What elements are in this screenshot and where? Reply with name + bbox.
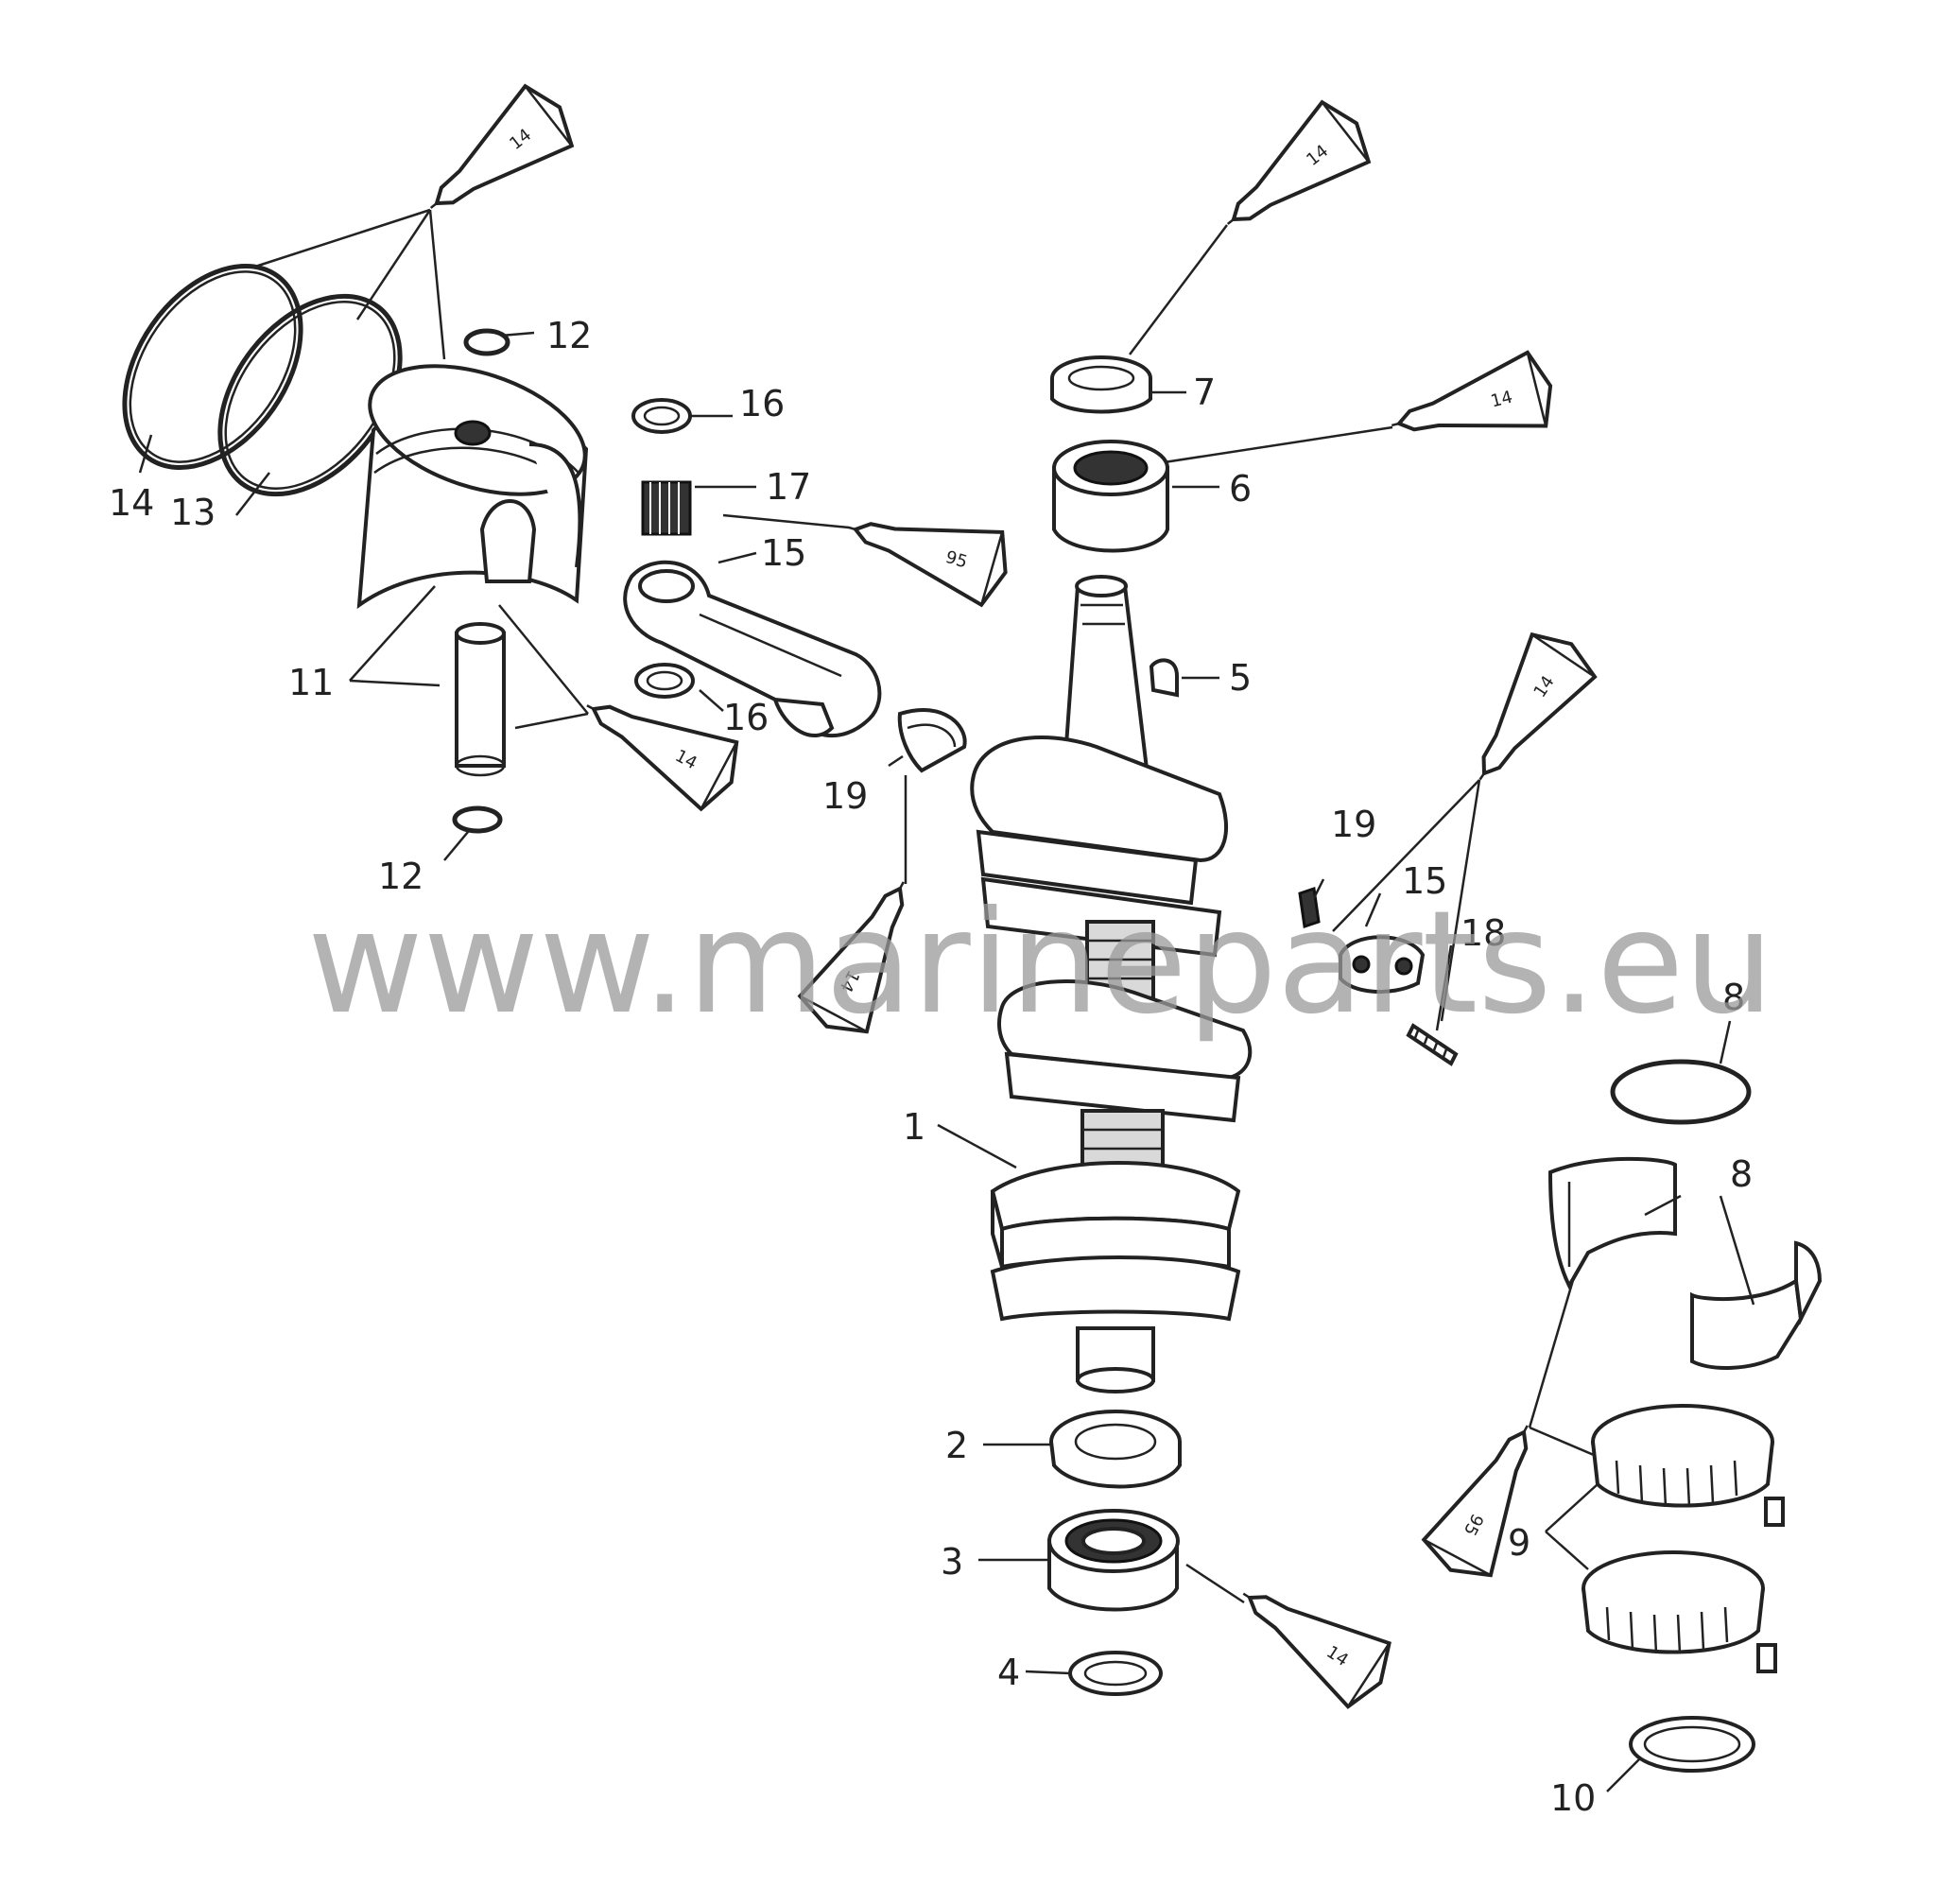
seal-2 xyxy=(1049,1410,1182,1489)
retaining-ring-10 xyxy=(1629,1716,1755,1773)
crankshaft xyxy=(970,575,1253,1393)
callout-10: 10 xyxy=(1550,1777,1596,1819)
connecting-rod xyxy=(623,560,882,738)
callout-15-rod: 15 xyxy=(761,532,806,574)
retaining-ring-8 xyxy=(1610,1059,1752,1125)
piston-ring-13 xyxy=(217,293,403,497)
callout-11: 11 xyxy=(288,662,334,703)
callout-16-top: 16 xyxy=(739,383,785,424)
lubricant-tube: 14 xyxy=(793,864,937,1044)
callout-2: 2 xyxy=(945,1425,968,1466)
thrust-washer-16-bottom xyxy=(634,663,695,699)
piston-pin xyxy=(455,622,506,777)
callout-8-halves: 8 xyxy=(1730,1153,1753,1195)
lubricant-tube: 14 xyxy=(1202,91,1382,256)
lubricant-tube: 14 xyxy=(569,672,749,816)
needle-cage-9-top xyxy=(1591,1404,1785,1527)
retaining-ring-4 xyxy=(1068,1651,1163,1696)
callout-5: 5 xyxy=(1229,657,1252,699)
thrust-washer-16-top xyxy=(631,398,692,434)
bearing-half-19-left xyxy=(897,707,967,773)
callout-9: 9 xyxy=(1508,1522,1530,1564)
lubricant-tube: 14 xyxy=(1380,347,1562,464)
lubricant-tube: 14 xyxy=(1220,1560,1404,1717)
piston xyxy=(356,364,589,610)
ball-bearing-3 xyxy=(1047,1509,1180,1612)
callout-19-left: 19 xyxy=(822,775,868,817)
needle-bearing-17 xyxy=(641,480,692,536)
rod-cap-15 xyxy=(1339,935,1426,995)
callout-14: 14 xyxy=(109,482,154,524)
lubricant-tube: 95 xyxy=(836,489,1018,611)
lubricant-tube: 14 xyxy=(406,75,585,240)
callout-12-top: 12 xyxy=(546,315,592,356)
callout-leader-lines xyxy=(138,331,1755,1792)
callout-12-bottom: 12 xyxy=(378,856,424,897)
callout-1: 1 xyxy=(903,1106,925,1148)
roller-bearing-6 xyxy=(1052,440,1169,553)
needle-cage-9-bottom xyxy=(1582,1550,1777,1673)
callout-6: 6 xyxy=(1229,468,1252,510)
retaining-clip-12-top xyxy=(463,328,510,356)
lubricant-tube: 95 xyxy=(1417,1408,1561,1587)
callout-8-ring: 8 xyxy=(1722,977,1745,1018)
callout-19-right: 19 xyxy=(1331,804,1376,845)
callout-7: 7 xyxy=(1193,372,1216,413)
lubricant-tube: 14 xyxy=(1446,620,1605,803)
callout-3: 3 xyxy=(941,1541,963,1583)
cap-screw-18 xyxy=(1406,1023,1459,1066)
woodruff-key-5 xyxy=(1149,658,1179,698)
callout-18: 18 xyxy=(1461,912,1506,954)
callout-15-cap: 15 xyxy=(1402,860,1447,902)
callout-13: 13 xyxy=(170,492,216,533)
bearing-race-halves-8 xyxy=(1547,1156,1823,1370)
callout-16-bottom: 16 xyxy=(723,697,769,738)
seal-7 xyxy=(1050,355,1152,414)
callout-17: 17 xyxy=(766,466,811,508)
retaining-clip-12-bottom xyxy=(452,805,503,834)
watermark: www.marineparts.eu xyxy=(307,881,1774,1046)
piston-ring-14 xyxy=(122,263,303,471)
callout-4: 4 xyxy=(997,1652,1020,1693)
